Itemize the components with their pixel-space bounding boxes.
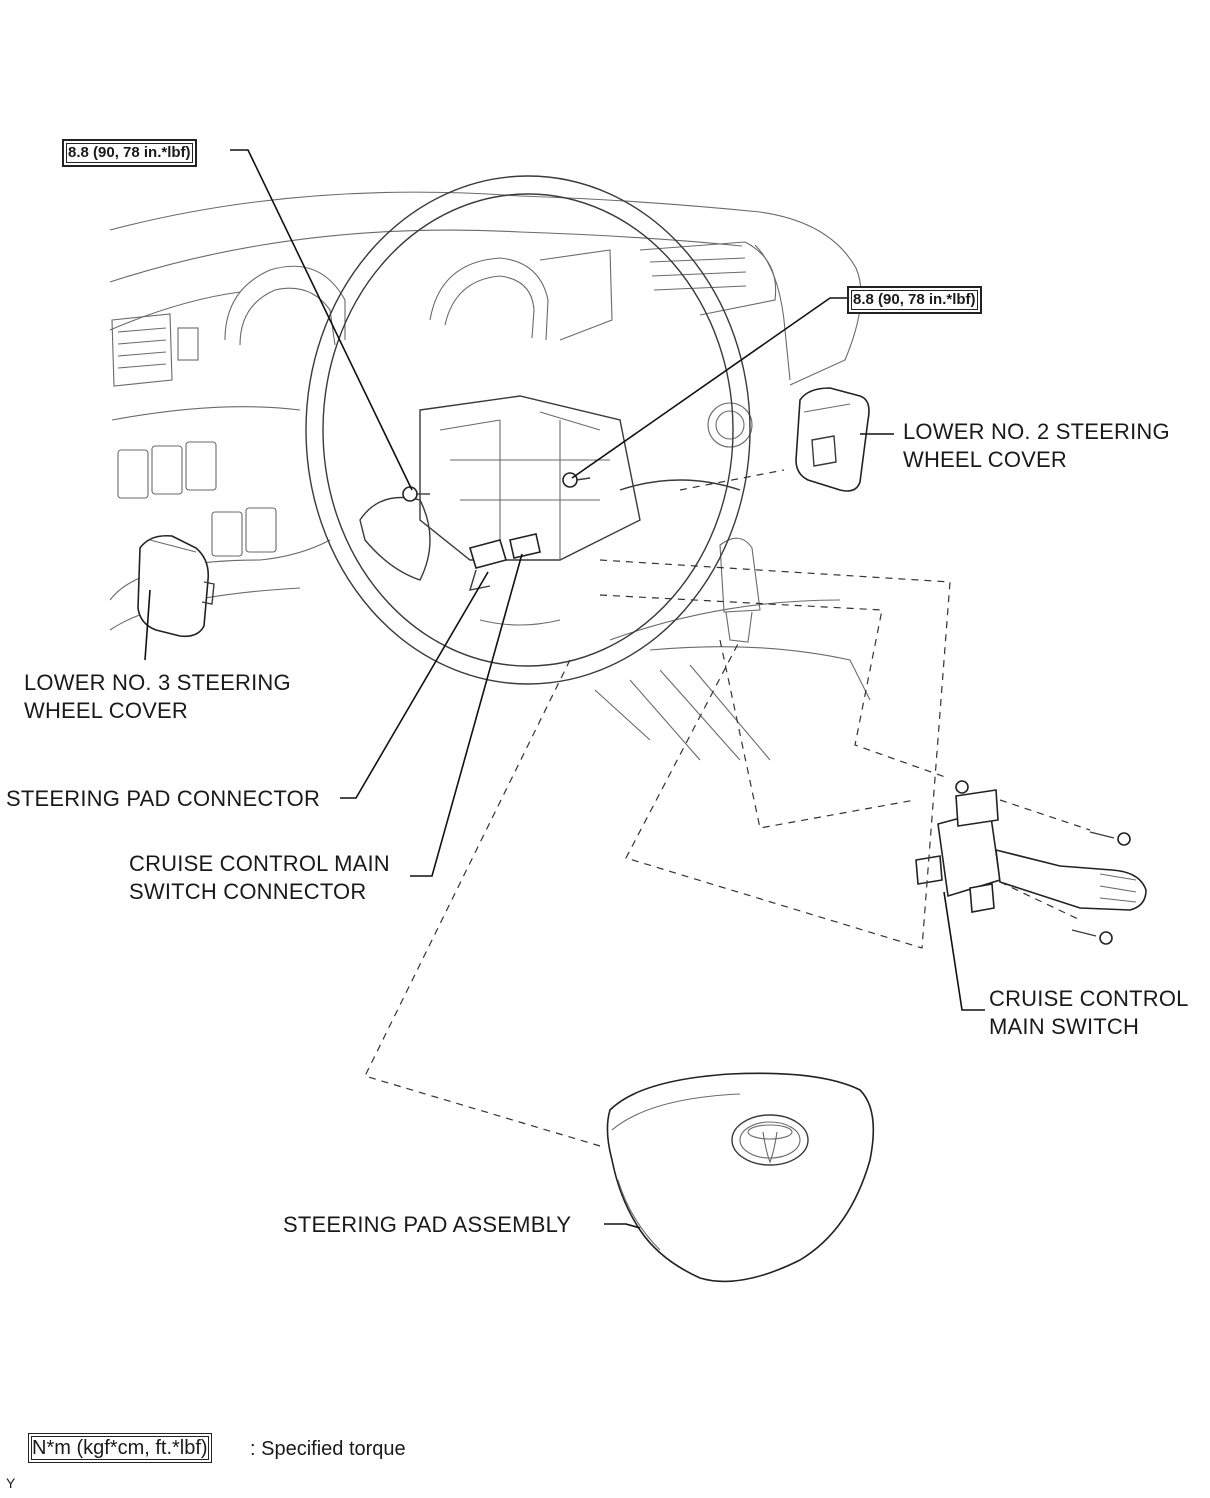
- screw-upper: [1089, 831, 1131, 846]
- steering-wheel: [305, 175, 751, 685]
- screw-lower: [1071, 929, 1113, 945]
- label-lower-no2-cover-line1: LOWER NO. 2 STEERING: [903, 419, 1170, 444]
- figure-code: Y: [6, 1475, 16, 1491]
- torque-callout-left: 8.8 (90, 78 in.*lbf): [62, 139, 197, 167]
- label-cruise-switch-line2: MAIN SWITCH: [989, 1014, 1140, 1039]
- legend-description: : Specified torque: [250, 1438, 406, 1460]
- label-cruise-connector-line2: SWITCH CONNECTOR: [129, 879, 367, 904]
- dashboard: [109, 191, 871, 761]
- lower-no2-cover-part: [795, 387, 870, 492]
- exploded-lines: [364, 469, 1091, 1147]
- steering-pad-connector-part: [468, 539, 508, 591]
- label-lower-no3-cover-line1: LOWER NO. 3 STEERING: [24, 670, 291, 695]
- label-steering-pad-assembly: STEERING PAD ASSEMBLY: [283, 1212, 572, 1237]
- steering-pad-assembly-part: [606, 1072, 875, 1283]
- leader-lines: [144, 149, 985, 1229]
- cruise-switch-part: [915, 780, 1147, 913]
- label-cruise-switch-line1: CRUISE CONTROL: [989, 986, 1189, 1011]
- cruise-connector-part: [509, 533, 541, 559]
- label-lower-no3-cover-line2: WHEEL COVER: [24, 698, 188, 723]
- label-cruise-connector-line1: CRUISE CONTROL MAIN: [129, 851, 390, 876]
- torque-callout-right: 8.8 (90, 78 in.*lbf): [847, 286, 982, 314]
- label-lower-no2-cover-line2: WHEEL COVER: [903, 447, 1067, 472]
- lower-no3-cover-part: [137, 534, 215, 638]
- label-steering-pad-connector: STEERING PAD CONNECTOR: [6, 786, 321, 811]
- legend-unit-box: N*m (kgf*cm, ft.*lbf): [28, 1433, 212, 1463]
